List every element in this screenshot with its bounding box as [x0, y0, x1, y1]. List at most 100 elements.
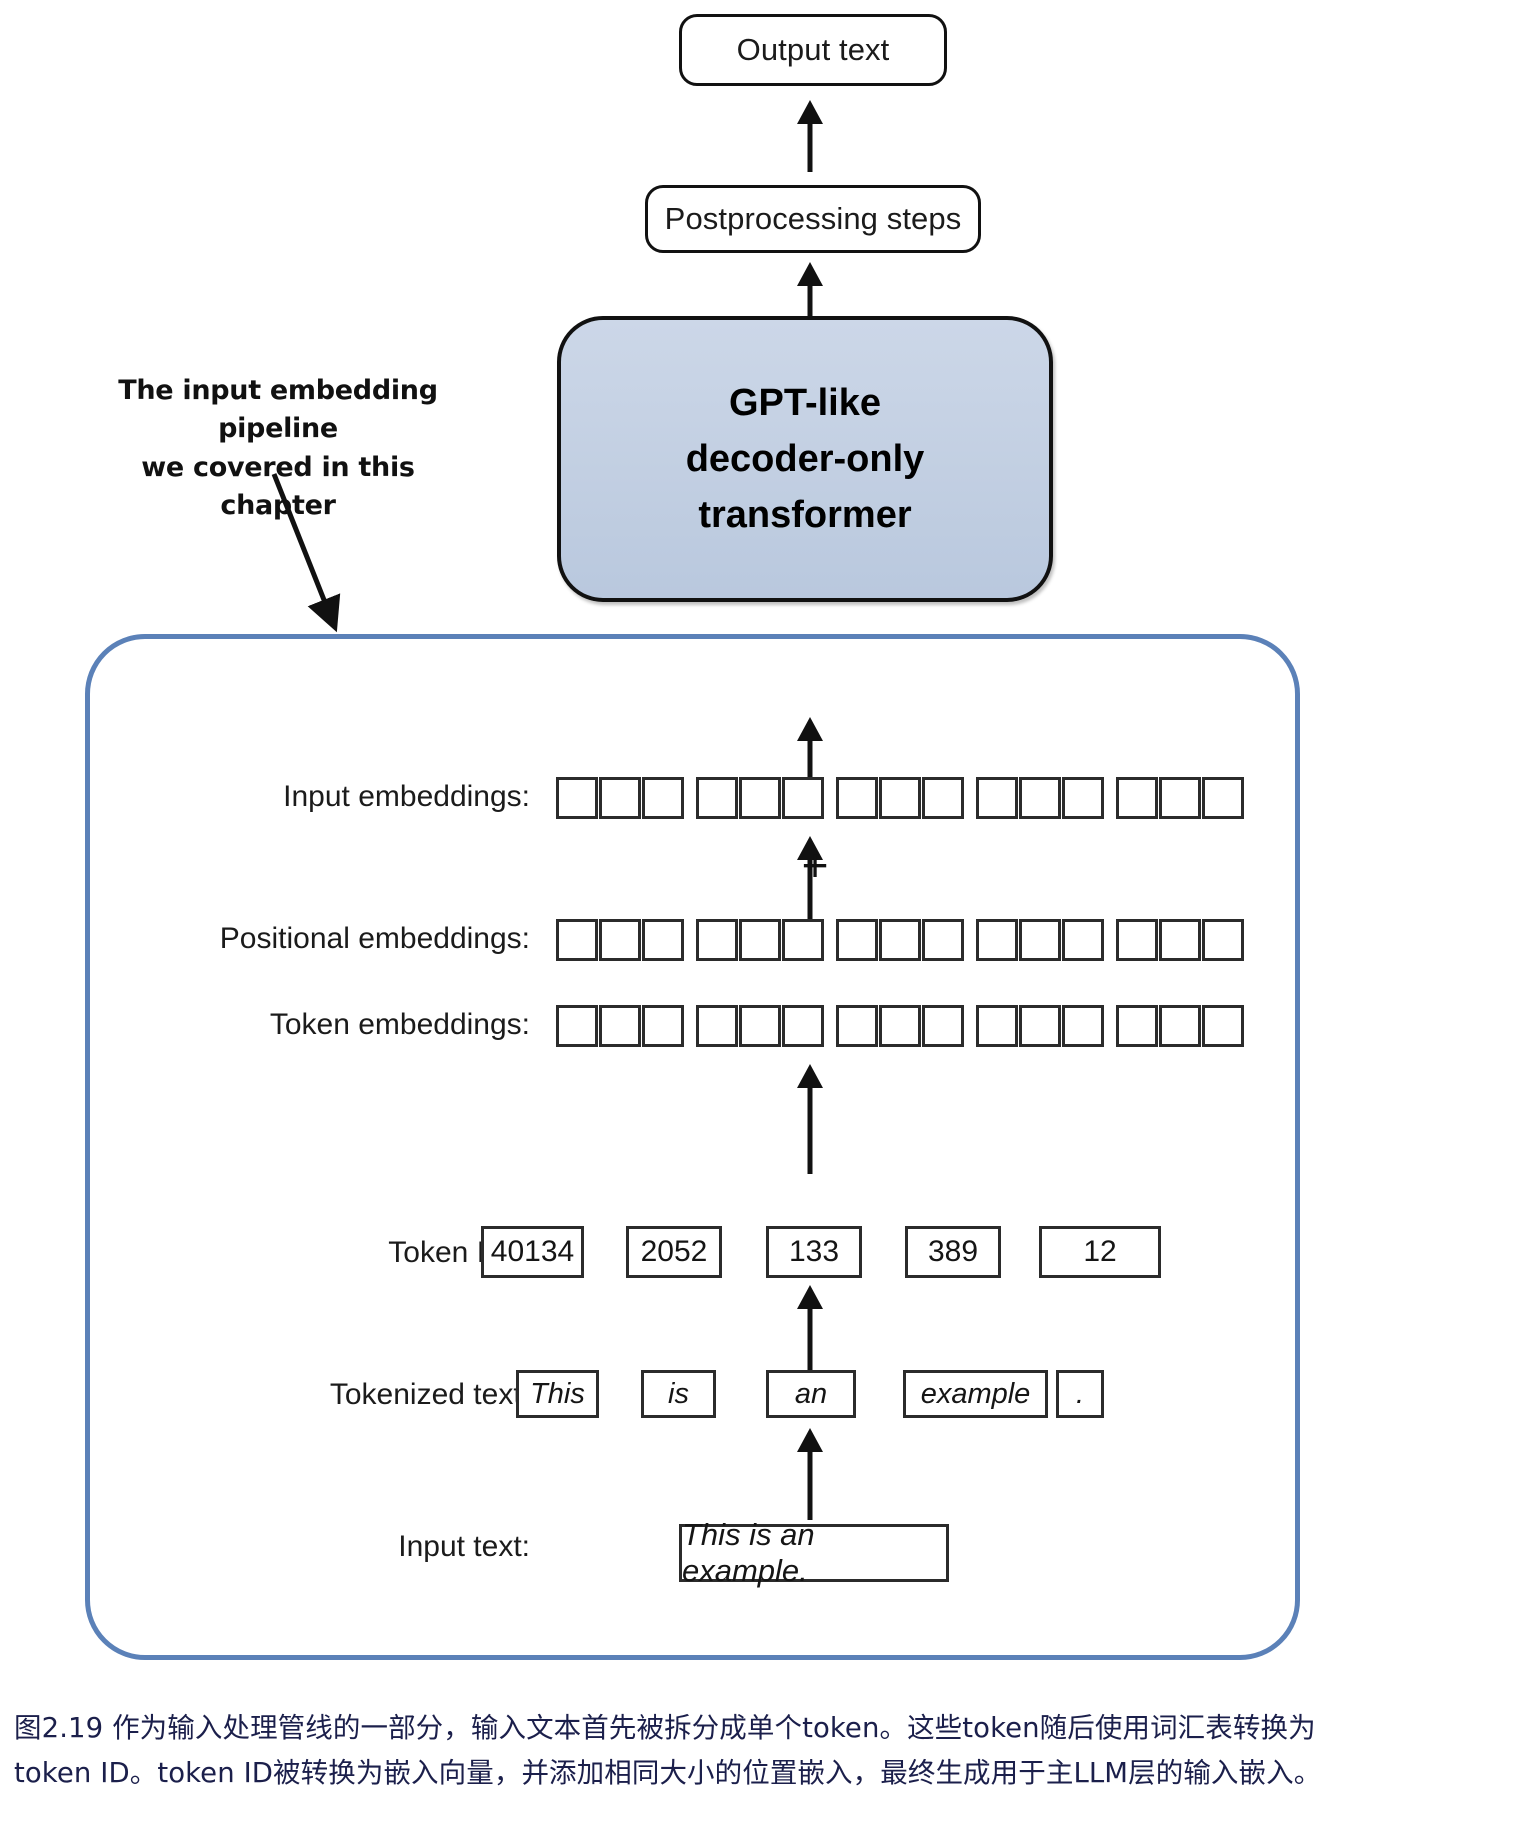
- embedding-cell: [922, 919, 964, 961]
- postprocessing-steps-box: Postprocessing steps: [645, 185, 981, 253]
- arrow-shaft: [807, 1303, 813, 1377]
- embedding-cell: [836, 1005, 878, 1047]
- embedding-cell: [739, 919, 781, 961]
- embedding-cell: [782, 919, 824, 961]
- embedding-cell: [879, 919, 921, 961]
- embedding-cell: [556, 777, 598, 819]
- annotation-line-1: The input embedding pipeline: [118, 375, 438, 445]
- embedding-cell: [739, 777, 781, 819]
- embedding-cell: [879, 1005, 921, 1047]
- caption-line-1: 图2.19 作为输入处理管线的一部分，输入文本首先被拆分成单个token。这些t…: [14, 1712, 1316, 1744]
- positional-embeddings-group-2: [696, 919, 824, 961]
- gpt-box-line-2: decoder-only: [685, 437, 925, 480]
- embedding-cell: [696, 777, 738, 819]
- embedding-cell: [1062, 777, 1104, 819]
- embedding-cell: [1159, 1005, 1201, 1047]
- postprocessing-steps-label: Postprocessing steps: [664, 201, 962, 236]
- row-label-text: Tokenized text:: [329, 1378, 530, 1411]
- input-text-box: This is an example.: [679, 1517, 949, 1588]
- row-label-positional-embeddings: Positional embeddings:: [110, 922, 530, 956]
- row-label-input-text: Input text:: [110, 1530, 530, 1564]
- token-id-value: 12: [1083, 1235, 1117, 1268]
- arrow-shaft: [807, 1082, 813, 1174]
- embedding-cell: [1116, 1005, 1158, 1047]
- gpt-box-text: GPT-like decoder-only transformer: [686, 375, 925, 544]
- embedding-cell: [696, 1005, 738, 1047]
- input-embeddings-group-5: [1116, 777, 1244, 819]
- embedding-cell: [836, 777, 878, 819]
- token-id-box-2: 2052: [626, 1226, 722, 1278]
- embedding-cell: [879, 777, 921, 819]
- embedding-cell: [1062, 919, 1104, 961]
- gpt-box-line-1: GPT-like: [728, 381, 882, 424]
- embedding-cell: [1116, 777, 1158, 819]
- token-id-value: 40134: [490, 1235, 575, 1268]
- embedding-cell: [599, 919, 641, 961]
- input-embedding-pipeline-container: [85, 634, 1300, 1660]
- embedding-cell: [782, 1005, 824, 1047]
- input-embeddings-group-2: [696, 777, 824, 819]
- gpt-decoder-transformer-box: GPT-like decoder-only transformer: [557, 316, 1053, 602]
- input-embeddings-group-3: [836, 777, 964, 819]
- row-label-text: Input text:: [398, 1530, 530, 1563]
- positional-embeddings-group-5: [1116, 919, 1244, 961]
- plus-operator: +: [795, 842, 835, 888]
- token-box-4: example: [903, 1370, 1048, 1418]
- token-id-value: 2052: [640, 1235, 708, 1268]
- token-id-box-3: 133: [766, 1226, 862, 1278]
- token-value: is: [668, 1377, 689, 1410]
- output-text-label: Output text: [736, 32, 890, 67]
- row-label-text: Token embeddings:: [269, 1008, 530, 1041]
- input-text-value: This is an example.: [682, 1517, 815, 1588]
- embedding-cell: [599, 1005, 641, 1047]
- token-id-box-5: 12: [1039, 1226, 1161, 1278]
- embedding-cell: [696, 919, 738, 961]
- arrow-shaft: [807, 118, 813, 172]
- token-embeddings-group-2: [696, 1005, 824, 1047]
- embedding-cell: [922, 1005, 964, 1047]
- token-box-2: is: [641, 1370, 716, 1418]
- embedding-cell: [976, 777, 1018, 819]
- embedding-cell: [1159, 777, 1201, 819]
- embedding-cell: [976, 1005, 1018, 1047]
- annotation-callout: The input embedding pipeline we covered …: [88, 372, 468, 525]
- embedding-cell: [556, 919, 598, 961]
- embedding-cell: [642, 919, 684, 961]
- token-value: example: [920, 1377, 1031, 1410]
- token-value: .: [1075, 1377, 1085, 1410]
- arrow-shaft: [807, 735, 813, 817]
- embedding-cell: [1019, 1005, 1061, 1047]
- plus-symbol: +: [801, 839, 829, 891]
- positional-embeddings-group-3: [836, 919, 964, 961]
- figure-caption: 图2.19 作为输入处理管线的一部分，输入文本首先被拆分成单个token。这些t…: [14, 1706, 1504, 1795]
- annotation-arrow: [271, 473, 341, 633]
- token-value: an: [794, 1377, 828, 1410]
- token-embeddings-group-4: [976, 1005, 1104, 1047]
- input-embeddings-group-4: [976, 777, 1104, 819]
- positional-embeddings-group-1: [556, 919, 684, 961]
- row-label-text: Input embeddings:: [283, 780, 530, 813]
- token-embeddings-group-1: [556, 1005, 684, 1047]
- arrow-shaft: [807, 854, 813, 922]
- arrow-shaft: [807, 1446, 813, 1520]
- embedding-cell: [556, 1005, 598, 1047]
- embedding-cell: [1202, 919, 1244, 961]
- gpt-box-line-3: transformer: [698, 494, 912, 537]
- row-label-tokenized-text: Tokenized text:: [110, 1378, 530, 1412]
- embedding-cell: [836, 919, 878, 961]
- positional-embeddings-group-4: [976, 919, 1104, 961]
- annotation-line-2: we covered in this chapter: [141, 451, 415, 521]
- embedding-cell: [922, 777, 964, 819]
- row-label-input-embeddings: Input embeddings:: [110, 780, 530, 814]
- embedding-cell: [1062, 1005, 1104, 1047]
- token-id-value: 389: [927, 1235, 979, 1268]
- embedding-cell: [1202, 777, 1244, 819]
- row-label-token-ids: Token IDs:: [110, 1236, 530, 1270]
- row-label-text: Positional embeddings:: [219, 922, 530, 955]
- token-box-3: an: [766, 1370, 856, 1418]
- token-box-5: .: [1056, 1370, 1104, 1418]
- output-text-box: Output text: [679, 14, 947, 86]
- row-label-token-embeddings: Token embeddings:: [110, 1008, 530, 1042]
- token-box-1: This: [516, 1370, 599, 1418]
- token-embeddings-group-3: [836, 1005, 964, 1047]
